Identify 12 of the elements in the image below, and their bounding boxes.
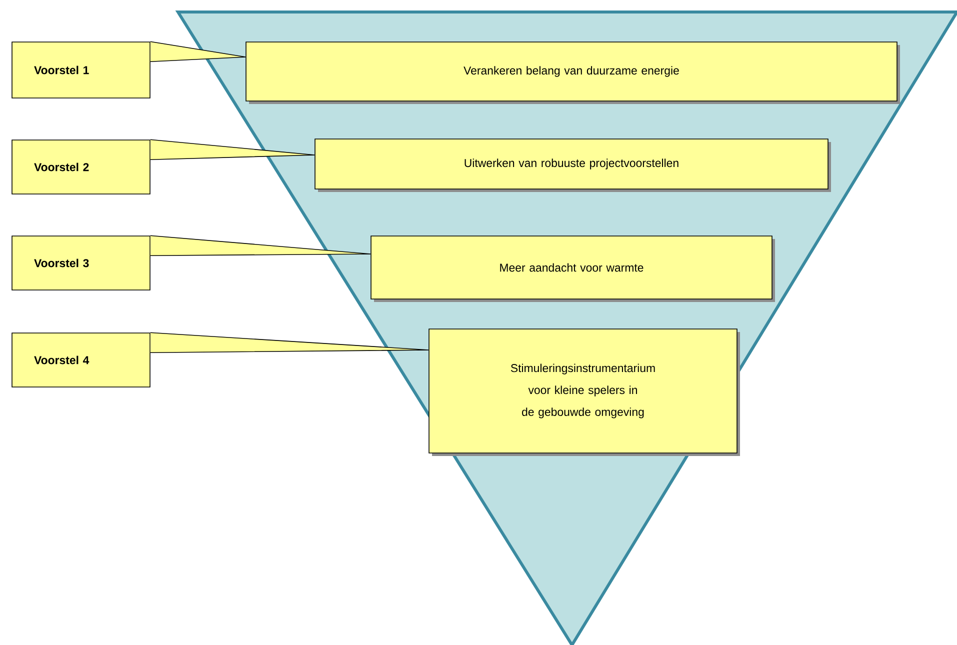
callout-box: Voorstel 2: [12, 140, 150, 194]
proposal-box: Verankeren belang van duurzame energie: [246, 42, 900, 104]
proposal-box: Stimuleringsinstrumentarium voor kleine spelers in de gebouwde omgeving: [428, 328, 740, 456]
leader-line: [150, 235, 371, 256]
callout-box: Voorstel 4: [12, 332, 150, 388]
callout-box: Voorstel 1: [12, 42, 150, 98]
proposal-box: Uitwerken van robuuste projectvoorstellen: [314, 138, 831, 192]
callout-box: Voorstel 3: [12, 236, 150, 290]
leader-line: [150, 332, 429, 353]
leader-line: [150, 41, 246, 62]
leader-line: [150, 139, 315, 160]
proposal-box: Meer aandacht voor warmte: [370, 236, 775, 302]
